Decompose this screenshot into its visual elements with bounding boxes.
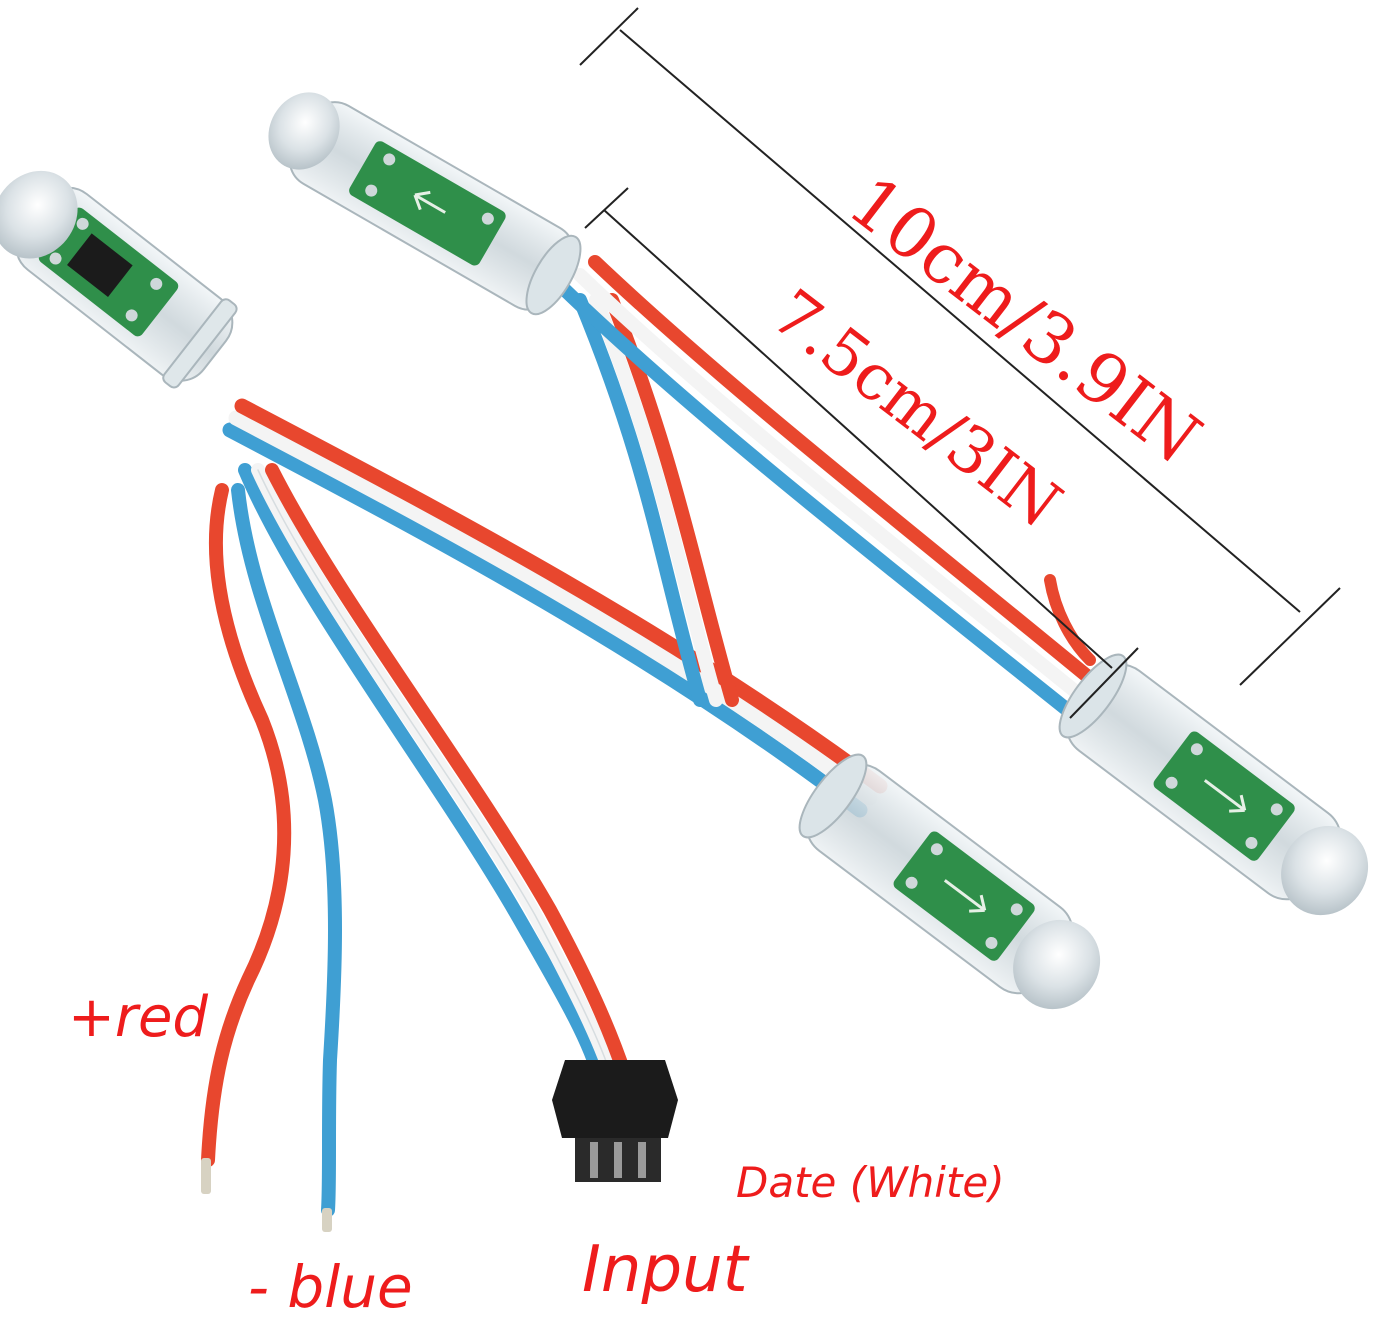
blue-ground-lead [231, 483, 342, 1217]
dimension-lines [579, 7, 1341, 719]
cable-to-pixel-4 [558, 255, 1111, 727]
led-pixel-4 [1058, 653, 1369, 916]
led-pixel-2 [268, 92, 582, 316]
negative-wire-label: - blue [248, 1253, 413, 1321]
led-pixel-3 [798, 753, 1101, 1010]
led-pixel-1 [0, 170, 238, 389]
lead-wires [201, 463, 632, 1217]
dimension-line-spacing [603, 209, 1113, 669]
jst-connector [552, 1060, 678, 1182]
data-wire-label: Date (White) [736, 1158, 1005, 1207]
positive-wire-label: +red [68, 985, 208, 1050]
input-label: Input [582, 1233, 748, 1307]
bare-wire-tips [201, 1158, 332, 1232]
connector-lead-red [265, 463, 632, 1082]
cable-to-pixel-3 [222, 398, 888, 818]
dimension-line-total [619, 29, 1301, 613]
connector-lead-white-edge [257, 469, 613, 1079]
connector-lead-blue [238, 463, 607, 1087]
red-power-lead [201, 483, 292, 1167]
